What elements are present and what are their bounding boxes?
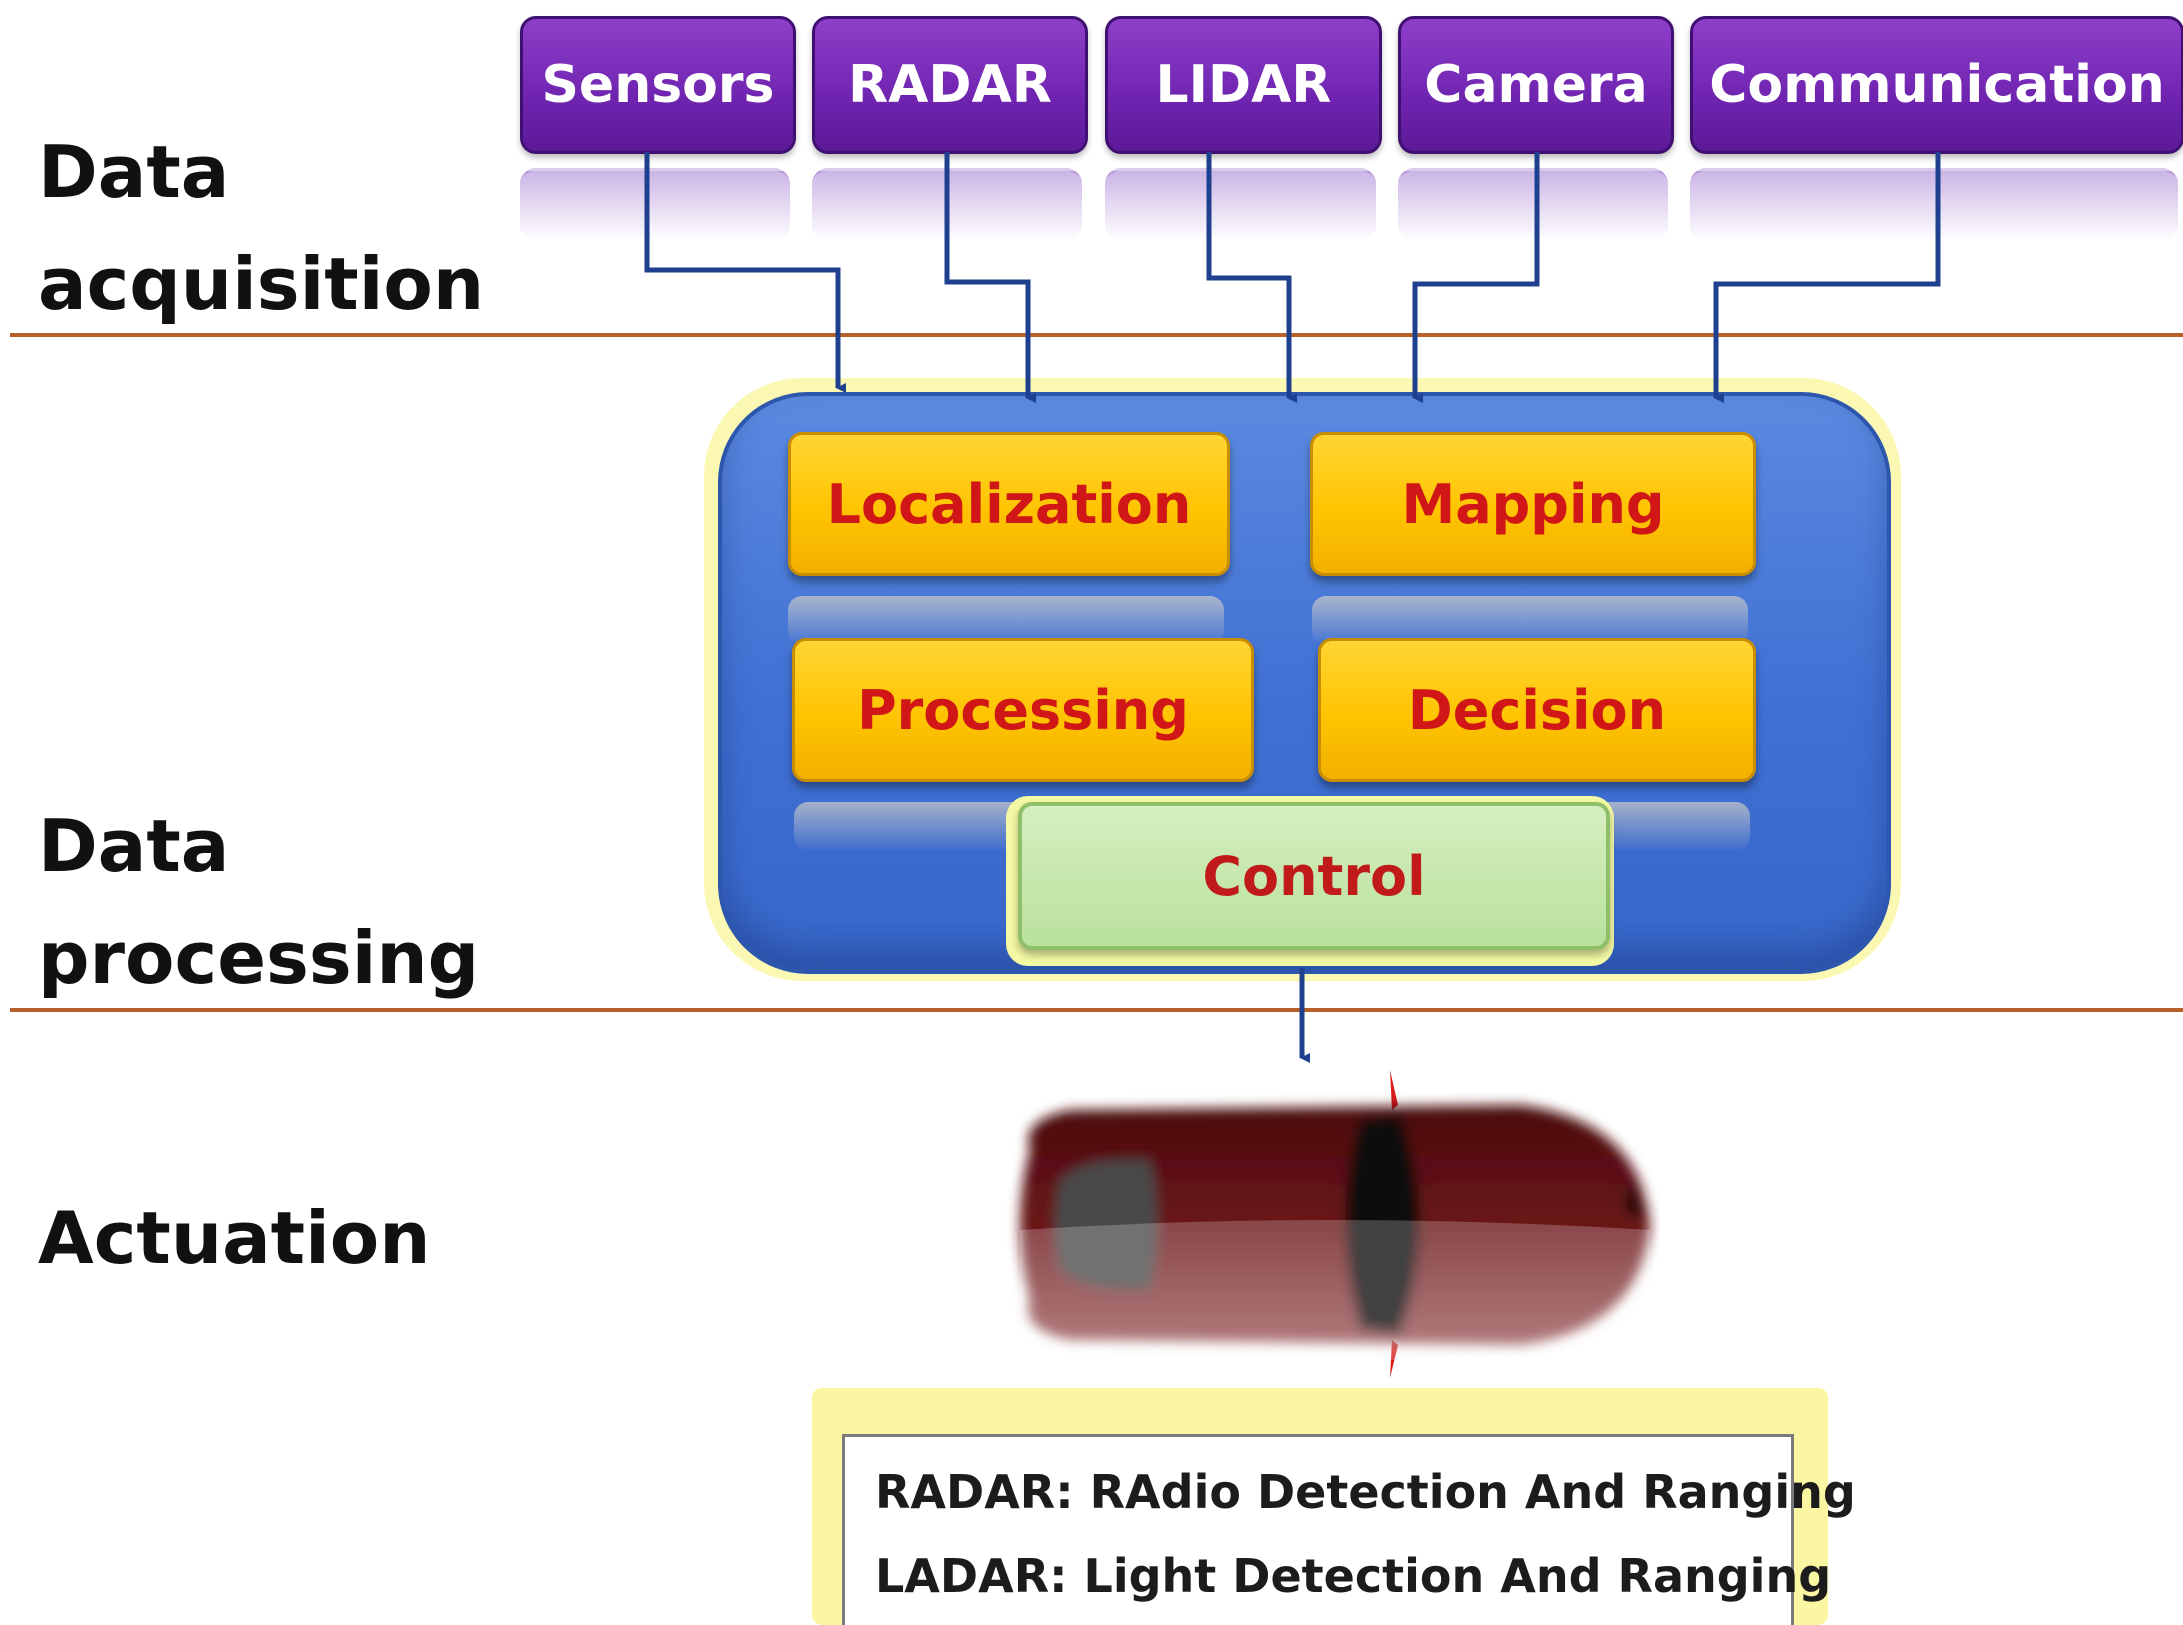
module-mapping: Mapping bbox=[1310, 432, 1756, 576]
camera-reflection bbox=[1398, 168, 1668, 241]
car-top-view-icon bbox=[1020, 1070, 1650, 1378]
divider-processing-actuation bbox=[10, 1008, 2183, 1012]
source-communication: Communication bbox=[1690, 16, 2183, 154]
stage-label-data-acquisition: Data acquisition bbox=[38, 130, 485, 326]
source-camera: Camera bbox=[1398, 16, 1674, 154]
legend-box: RADAR: RAdio Detection And Ranging LADAR… bbox=[842, 1434, 1856, 1625]
lidar-reflection bbox=[1105, 168, 1376, 241]
arrow-camera bbox=[1412, 152, 1540, 403]
arrow-sensors bbox=[644, 152, 846, 393]
localization-reflection bbox=[788, 596, 1224, 644]
stage-label-actuation: Actuation bbox=[38, 1196, 431, 1280]
module-processing: Processing bbox=[792, 638, 1254, 782]
legend-line-ladar: LADAR: Light Detection And Ranging bbox=[875, 1549, 1832, 1603]
divider-acquisition-processing bbox=[10, 333, 2183, 337]
communication-reflection bbox=[1690, 168, 2178, 241]
source-lidar: LIDAR bbox=[1105, 16, 1382, 154]
legend-line-radar: RADAR: RAdio Detection And Ranging bbox=[875, 1465, 1856, 1519]
source-sensors: Sensors bbox=[520, 16, 796, 154]
module-decision: Decision bbox=[1318, 638, 1756, 782]
arrow-communication bbox=[1713, 152, 1941, 403]
arrow-lidar bbox=[1206, 152, 1297, 403]
mapping-reflection bbox=[1312, 596, 1748, 644]
module-control: Control bbox=[1018, 802, 1610, 950]
arrow-radar bbox=[944, 152, 1036, 403]
source-radar: RADAR bbox=[812, 16, 1088, 154]
stage-label-data-processing: Data processing bbox=[38, 804, 480, 1000]
sensors-reflection bbox=[520, 168, 790, 241]
module-localization: Localization bbox=[788, 432, 1230, 576]
